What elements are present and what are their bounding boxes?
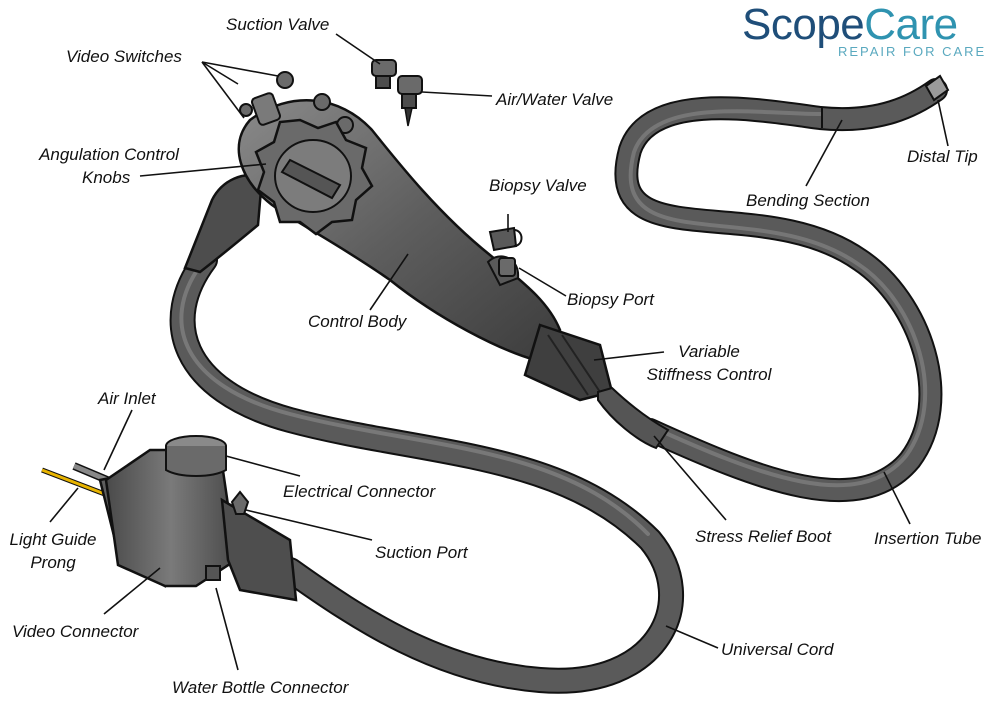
label-bending-section: Bending Section — [746, 191, 870, 210]
logo-text-part2: Care — [864, 0, 958, 49]
label-variable-stiffness-control: Variable Stiffness Control — [634, 340, 784, 386]
label-air-water-valve: Air/Water Valve — [496, 90, 614, 109]
universal-cord — [169, 247, 685, 694]
label-suction-valve: Suction Valve — [226, 15, 330, 34]
leader-lines — [49, 33, 949, 671]
label-control-body: Control Body — [308, 312, 407, 331]
label-light-guide-prong: Light Guide Prong — [0, 528, 106, 574]
label-insertion-tube: Insertion Tube — [874, 529, 982, 548]
label-variable-line2: Stiffness Control — [646, 365, 772, 384]
angulation-knobs — [254, 118, 374, 236]
label-variable-line1: Variable — [678, 342, 740, 361]
variable-stiffness-control — [523, 323, 614, 402]
brand-logo: ScopeCare — [742, 0, 958, 50]
label-universal-cord: Universal Cord — [721, 640, 834, 659]
label-biopsy-port: Biopsy Port — [567, 290, 654, 309]
distal-tip — [924, 74, 950, 102]
air-water-valve-part — [397, 75, 423, 127]
label-air-inlet: Air Inlet — [98, 389, 156, 408]
label-light-guide-line1: Light Guide — [9, 530, 97, 549]
label-water-bottle-connector: Water Bottle Connector — [172, 678, 349, 697]
logo-text-part1: Scope — [742, 0, 865, 49]
stress-relief-boot — [597, 386, 670, 450]
insertion-tube — [614, 78, 948, 502]
label-light-guide-line2: Prong — [30, 553, 76, 572]
brand-tagline: REPAIR FOR CARE — [838, 44, 987, 59]
label-angulation-line2: Knobs — [82, 168, 131, 187]
label-stress-relief-boot: Stress Relief Boot — [695, 527, 832, 546]
label-video-connector: Video Connector — [12, 622, 139, 641]
label-electrical-connector: Electrical Connector — [283, 482, 436, 501]
biopsy-valve-part — [488, 226, 523, 252]
suction-valve-part — [371, 59, 397, 89]
label-biopsy-valve: Biopsy Valve — [489, 176, 587, 195]
label-angulation-line1: Angulation Control — [39, 145, 179, 164]
video-connector — [41, 435, 298, 602]
label-distal-tip: Distal Tip — [907, 147, 978, 166]
label-suction-port: Suction Port — [375, 543, 468, 562]
label-angulation-control-knobs: Angulation Control Knobs — [24, 143, 194, 189]
label-video-switches: Video Switches — [66, 47, 182, 66]
